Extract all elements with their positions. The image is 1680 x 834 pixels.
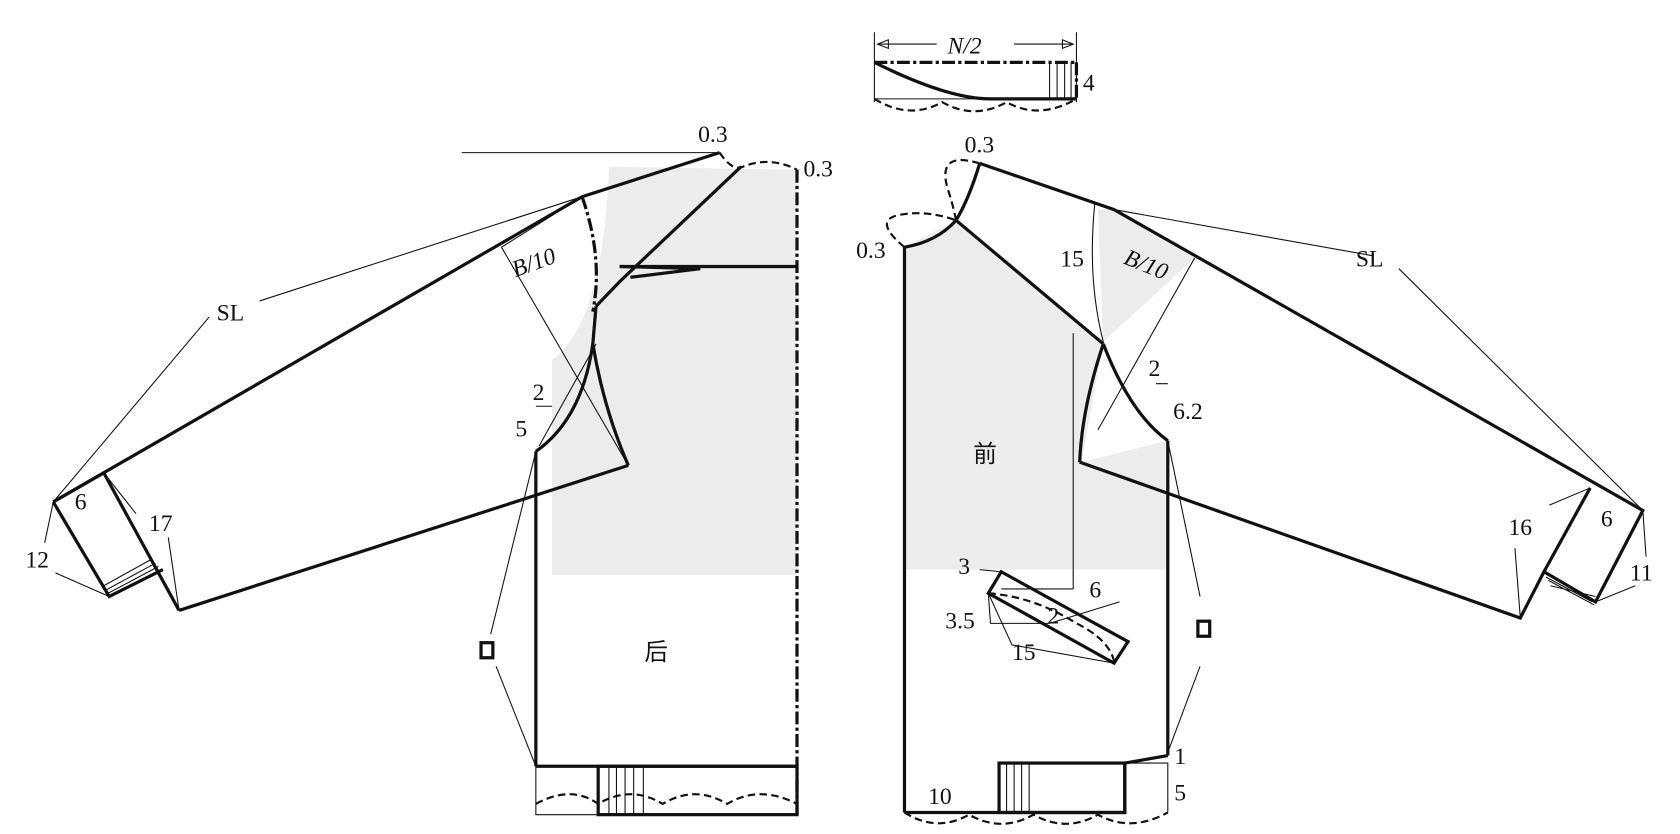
collar-piece: N/2 4 (873, 32, 1095, 113)
dim-label: 11 (1630, 560, 1653, 586)
dim-label: 2 (533, 380, 545, 406)
dim-label: B/10 (509, 243, 560, 283)
collar-height-label: 4 (1083, 70, 1095, 96)
collar-width-label: N/2 (946, 34, 981, 60)
dim-label: 6.2 (1173, 399, 1203, 425)
front-pattern: 0.3 0.3 15 B/10 SL 2 6.2 前 3 6 3.5 2 15 … (856, 133, 1653, 825)
back-pattern: 0.3 0.3 B/10 SL 2 5 6 17 12 后 (25, 122, 833, 817)
dim-label: 6 (75, 489, 87, 515)
back-label: 后 (644, 639, 668, 666)
dim-label: SL (217, 300, 245, 326)
front-label: 前 (973, 441, 997, 468)
dim-label: 5 (1174, 781, 1186, 807)
notch-marker (1196, 619, 1212, 638)
dim-label: 15 (1060, 247, 1084, 273)
dim-label: 6 (1089, 578, 1101, 604)
dim-label: 12 (25, 547, 49, 573)
notch-marker (479, 641, 495, 660)
dim-label: 16 (1508, 515, 1532, 541)
dim-label: 0.3 (698, 122, 728, 148)
dim-label: 10 (928, 784, 952, 810)
dim-label: 3.5 (945, 609, 975, 635)
dim-label: SL (1356, 247, 1384, 273)
dim-label: 6 (1601, 507, 1613, 533)
dim-label: 0.3 (856, 238, 886, 264)
dim-label: 2 (1148, 356, 1160, 382)
dim-label: 1 (1174, 744, 1186, 770)
dim-label: 0.3 (803, 156, 833, 182)
dim-label: 5 (515, 416, 527, 442)
dim-label: 17 (149, 511, 173, 537)
dim-label: 3 (958, 554, 970, 580)
dim-label: 0.3 (965, 133, 995, 159)
dim-label: 2 (1047, 603, 1059, 629)
dim-label: 15 (1012, 640, 1036, 666)
